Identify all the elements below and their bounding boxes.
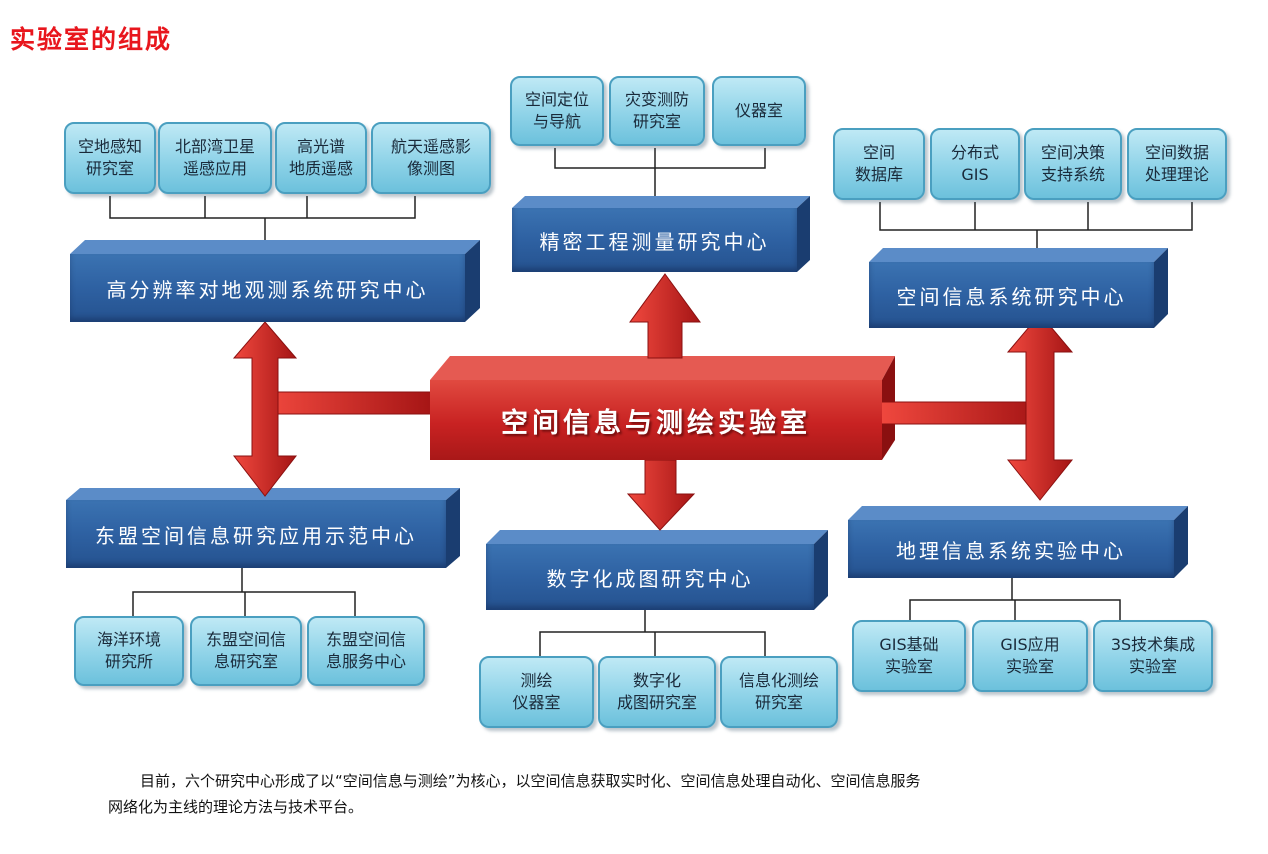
description-line-2: 网络化为主线的理论方法与技术平台。 [108,798,364,816]
sub-box: 东盟空间信 息服务中心 [307,616,425,686]
description-text: 目前，六个研究中心形成了以“空间信息与测绘”为核心，以空间信息获取实时化、空间信… [108,768,1218,820]
sub-box: 测绘 仪器室 [479,656,594,728]
sub-box: 空间定位 与导航 [510,76,604,146]
center-gis-lab: 地理信息系统实验中心 [848,520,1174,578]
sub-box: 信息化测绘 研究室 [720,656,838,728]
box-3d-sides [66,196,1188,610]
sub-box: 高光谱 地质遥感 [275,122,367,194]
main-lab-node: 空间信息与测绘实验室 [430,380,882,460]
center-spatial-info: 空间信息系统研究中心 [869,262,1154,328]
sub-box: 灾变测防 研究室 [609,76,705,146]
sub-box: 航天遥感影 像测图 [371,122,491,194]
sub-box: 数字化 成图研究室 [598,656,716,728]
connector-lines [109,148,1193,658]
center-digital: 数字化成图研究中心 [486,544,814,610]
red-arrows [232,273,1074,531]
sub-box: GIS基础 实验室 [852,620,966,692]
sub-box: 空地感知 研究室 [64,122,156,194]
sub-box: 北部湾卫星 遥感应用 [158,122,272,194]
sub-box: GIS应用 实验室 [972,620,1088,692]
center-high-res: 高分辨率对地观测系统研究中心 [70,254,465,322]
page-title: 实验室的组成 [10,25,173,54]
center-precision: 精密工程测量研究中心 [512,208,797,272]
center-asean: 东盟空间信息研究应用示范中心 [66,500,446,568]
description-line-1: 目前，六个研究中心形成了以“空间信息与测绘”为核心，以空间信息获取实时化、空间信… [140,772,921,790]
sub-box: 分布式 GIS [930,128,1020,200]
sub-box: 空间决策 支持系统 [1024,128,1122,200]
sub-box: 仪器室 [712,76,806,146]
sub-box: 空间 数据库 [833,128,925,200]
sub-box: 海洋环境 研究所 [74,616,184,686]
sub-box: 空间数据 处理理论 [1127,128,1227,200]
sub-box: 3S技术集成 实验室 [1093,620,1213,692]
sub-box: 东盟空间信 息研究室 [190,616,302,686]
